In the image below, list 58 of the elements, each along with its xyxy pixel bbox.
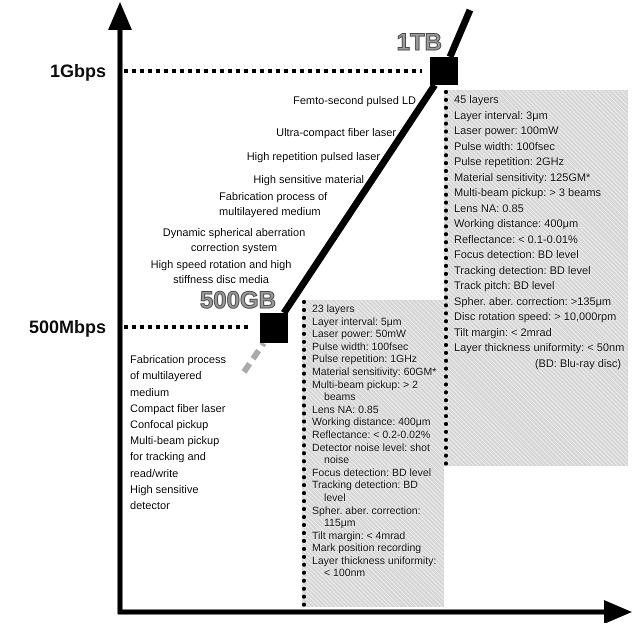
spec-text: Multi-beam pickup: > 3 beams (454, 186, 602, 201)
spec-text: Layer thickness uniformity: < 100nm (312, 554, 438, 580)
spec-text: Tracking detection: BD level (454, 264, 592, 278)
spec-text: Pulse repetition: 2GHz (454, 155, 566, 170)
spec-text: Tilt margin: < 2mrad (454, 326, 553, 340)
spec-text: Multi-beam pickup: > 2 beams (312, 378, 419, 404)
spec-text: Reflectance: < 0.2-0.02% (312, 428, 432, 442)
technology-text: High repetition pulsed laser (246, 150, 380, 165)
spec-text: Laser power: 50mW (312, 328, 407, 341)
spec-text: Laser power: 100mW (454, 124, 560, 139)
spec-text: Lens NA: 0.85 (312, 404, 380, 416)
dashed-line (242, 341, 266, 374)
spec-text: Track pitch: BD level (454, 279, 556, 294)
axis-value: 1Gbps (48, 60, 106, 82)
spec-text: Disc rotation speed: > 10,000rpm (454, 310, 618, 325)
spec-text: Working distance: 400μm (454, 217, 580, 232)
spec-text: Mark position recording (312, 542, 422, 555)
technology-text: High sensitive detector (130, 483, 200, 514)
spec-text: Pulse width: 100fsec (312, 340, 410, 354)
trend-line (446, 8, 474, 58)
technology-text: Confocal pickup (130, 418, 210, 433)
spec-text: Detector noise level: shot noise (312, 442, 431, 467)
spec-panel (444, 90, 628, 466)
technology-text: Femto-second pulsed LD (292, 94, 416, 109)
capacity-label: 500GB (198, 289, 276, 313)
spec-text: Material sensitivity: 60GM* (312, 366, 438, 379)
box-marker (260, 313, 288, 343)
box-marker (430, 57, 458, 85)
axis-value: 500Mbps (28, 316, 106, 338)
spec-text: Pulse repetition: 1GHz (312, 353, 418, 366)
spec-panel (302, 300, 444, 607)
spec-text: 45 layers (454, 93, 500, 108)
technology-text: High sensitive material (252, 173, 364, 188)
spec-text: Spher. aber. correction: >135μm (454, 294, 612, 310)
spec-text: Tracking detection: BD level (312, 479, 419, 504)
trend-line (281, 83, 438, 315)
spec-text: Reflectance: < 0.1-0.01% (454, 232, 579, 248)
spec-text: (BD: Blu-ray disc) (534, 356, 622, 372)
technology-text: Dynamic spherical aberration correction system (162, 226, 306, 256)
spec-text: Layer interval: 5μm (312, 316, 403, 328)
spec-text: Working distance: 400μm (312, 416, 432, 429)
spec-text: 23 layers (312, 303, 356, 316)
spec-text: Focus detection: BD level (312, 466, 432, 480)
capacity-label: 1TB (396, 31, 442, 55)
spec-text: Pulse width: 100fsec (454, 140, 556, 154)
spec-text: Focus detection: BD level (454, 248, 580, 263)
spec-text: Spher. aber. correction: 115μm (312, 504, 422, 530)
technology-text: High speed rotation and high stiffness disc media (150, 258, 292, 288)
spec-text: Layer thickness uniformity: < 50nm (454, 341, 625, 356)
technology-text: Ultra-compact fiber laser (275, 126, 396, 141)
technology-text: Compact fiber laser (130, 402, 226, 417)
technology-text: Multi-beam pickup for tracking and read/write (130, 434, 220, 482)
spec-text: Material sensitivity: 125GM* (454, 170, 592, 186)
spec-text: Lens NA: 0.85 (454, 202, 525, 216)
spec-text: Layer interval: 3μm (454, 108, 549, 124)
technology-text: Fabrication process of multilayered medium (219, 190, 328, 220)
technology-text: Fabrication process of multilayered medium (130, 353, 226, 401)
spec-text: Tilt margin: < 4mrad (312, 530, 406, 542)
